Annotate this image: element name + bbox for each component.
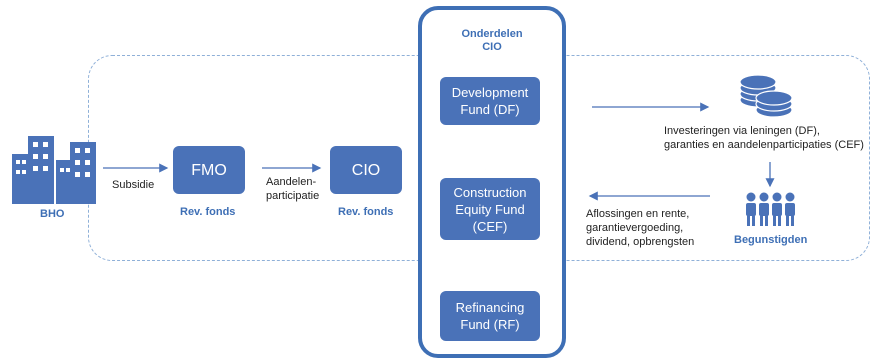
investeringen-text: Investeringen via leningen (DF), garanti… (664, 124, 870, 152)
aandelenparticipatie-label: Aandelen- participatie (266, 175, 319, 203)
aandelen-line1: Aandelen- (266, 176, 317, 188)
fund-development: Development Fund (DF) (440, 77, 540, 125)
fund-construction-line2: Equity Fund (455, 201, 525, 217)
fund-refinancing: Refinancing Fund (RF) (440, 291, 540, 341)
fund-construction-equity: Construction Equity Fund (CEF) (440, 178, 540, 240)
fmo-sublabel: Rev. fonds (180, 206, 236, 218)
aflossingen-line3: dividend, opbrengsten (586, 236, 695, 248)
onderdelen-title-line1: Onderdelen (461, 28, 523, 40)
fund-development-line2: Fund (DF) (460, 102, 520, 117)
onderdelen-title-line2: CIO (482, 41, 502, 53)
fund-development-line1: Development (451, 85, 529, 100)
cio-box: CIO (330, 146, 402, 194)
people-icon (743, 191, 797, 227)
fund-construction-line3: (CEF) (472, 218, 508, 234)
bho-label: BHO (40, 208, 65, 220)
fund-refinancing-line1: Refinancing (455, 300, 525, 315)
aflossingen-text: Aflossingen en rente, garantievergoeding… (586, 207, 726, 249)
investeringen-line1: Investeringen via leningen (DF), (664, 125, 820, 137)
cio-sublabel: Rev. fonds (338, 206, 394, 218)
aflossingen-line2: garantievergoeding, (586, 222, 684, 234)
cio-label: CIO (351, 161, 381, 179)
fund-construction-line1: Construction (453, 184, 527, 200)
subsidie-label: Subsidie (112, 179, 155, 191)
coins-icon (734, 70, 796, 120)
investeringen-line2: garanties en aandelenparticipaties (CEF) (664, 139, 864, 151)
onderdelen-title: Onderdelen CIO (418, 28, 566, 54)
fmo-box: FMO (173, 146, 245, 194)
begunstigden-label: Begunstigden (734, 234, 808, 246)
buildings-icon (8, 130, 98, 205)
aflossingen-line1: Aflossingen en rente, (586, 208, 690, 220)
fmo-label: FMO (191, 161, 227, 179)
aandelen-line2: participatie (266, 190, 320, 202)
fund-refinancing-line2: Fund (RF) (460, 317, 520, 332)
